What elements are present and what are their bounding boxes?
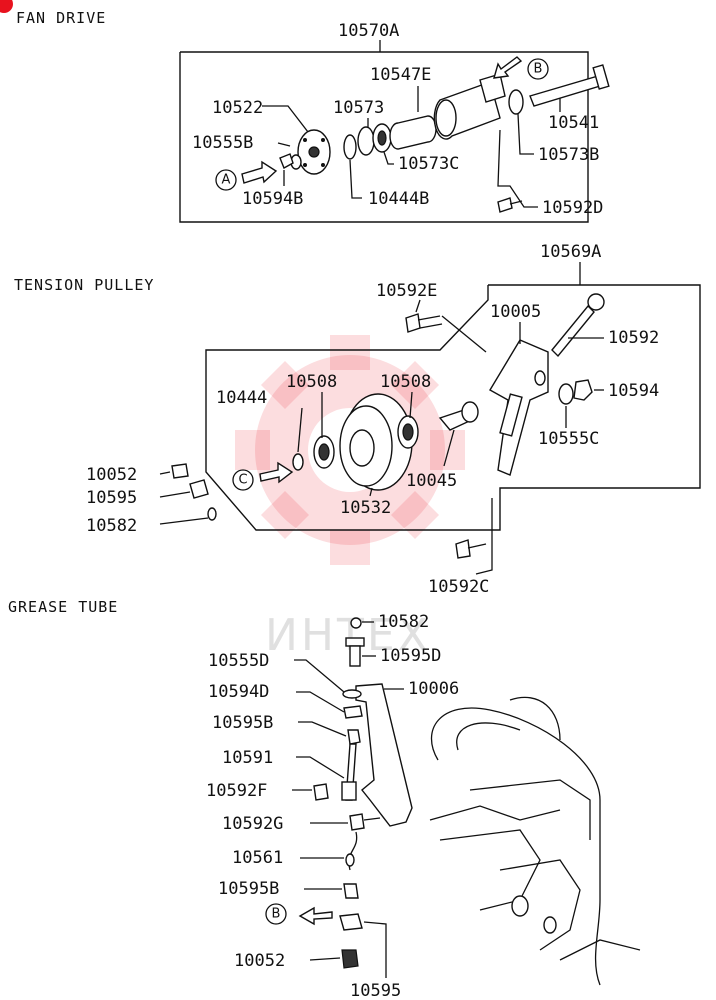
- section-title-grease-tube: GREASE TUBE: [8, 598, 118, 616]
- label-10569a: 10569A: [540, 242, 601, 262]
- part-fitting-10052: [341, 949, 359, 969]
- label-10555b: 10555B: [192, 133, 253, 153]
- part-cap-10582: [207, 507, 217, 521]
- label-10570a: 10570A: [338, 21, 399, 41]
- part-washer-10444b: [343, 134, 357, 160]
- label-10508-right: 10508: [380, 372, 431, 392]
- grease-tube-group: B 10582 10595D 10555D 10006 10594D 10595…: [206, 612, 641, 1000]
- part-tube-10561: [345, 853, 355, 867]
- part-nut-10594d: [343, 705, 363, 719]
- svg-text:B: B: [272, 907, 281, 922]
- label-10573b: 10573B: [538, 145, 599, 165]
- part-bolt-10592c: [455, 539, 471, 559]
- part-bolt-10592e: [405, 313, 421, 333]
- part-fitting-10595d: [345, 637, 365, 647]
- label-10594: 10594: [608, 381, 659, 401]
- label-10595-grease: 10595: [350, 981, 401, 1000]
- label-10444: 10444: [216, 388, 267, 408]
- label-10532: 10532: [340, 498, 391, 518]
- label-10005: 10005: [490, 302, 541, 322]
- part-fitting-10595b-bottom: [343, 883, 359, 899]
- part-bearing-10573b: [508, 89, 524, 115]
- label-10595d: 10595D: [380, 646, 441, 666]
- section-title-fan-drive: FAN DRIVE: [16, 9, 106, 27]
- arrow-b-icon-grease: B: [265, 903, 333, 926]
- label-10052: 10052: [86, 465, 137, 485]
- label-10555d: 10555D: [208, 651, 269, 671]
- section-title-tension-pulley: TENSION PULLEY: [14, 276, 154, 294]
- part-fitting-10595: [189, 479, 209, 499]
- part-spacer-10547e: [389, 115, 437, 150]
- tension-pulley-group: 10569A: [86, 242, 701, 597]
- arrow-a-icon: A: [215, 160, 278, 191]
- label-10592d: 10592D: [542, 198, 603, 218]
- part-clamp: [341, 781, 357, 801]
- fan-drive-frame: [179, 51, 589, 223]
- part-bolt-10592: [551, 304, 595, 358]
- label-10582-grease: 10582: [378, 612, 429, 632]
- label-10555c: 10555C: [538, 429, 599, 449]
- label-10573c: 10573C: [398, 154, 459, 174]
- label-10573: 10573: [333, 98, 384, 118]
- fan-drive-group: 10570A A B 10: [179, 21, 610, 223]
- arrow-c-icon: C: [232, 461, 294, 491]
- label-10547e: 10547E: [370, 65, 431, 85]
- part-fitting-10595: [339, 913, 363, 931]
- label-10444b: 10444B: [368, 189, 429, 209]
- svg-text:C: C: [238, 473, 247, 488]
- watermark-text: ИНТЕХ: [265, 610, 431, 661]
- part-cap-10582: [350, 617, 362, 629]
- label-10592e: 10592E: [376, 281, 437, 301]
- corner-marker-icon: [0, 0, 13, 13]
- part-fitting-10052: [171, 463, 189, 479]
- part-bolt-10592g: [349, 813, 365, 831]
- svg-text:B: B: [534, 62, 543, 77]
- part-washer-10555c: [558, 383, 574, 405]
- label-10052-grease: 10052: [234, 951, 285, 971]
- svg-text:A: A: [222, 173, 231, 188]
- part-bolt-10592f: [313, 783, 329, 801]
- part-bracket-10006: [355, 683, 413, 827]
- arrow-b-icon: B: [493, 56, 549, 80]
- label-10594b: 10594B: [242, 189, 303, 209]
- part-bearing-10573: [357, 126, 375, 156]
- label-10592g: 10592G: [222, 814, 283, 834]
- label-10594d: 10594D: [208, 682, 269, 702]
- label-10541: 10541: [548, 113, 599, 133]
- label-10508-left: 10508: [286, 372, 337, 392]
- engine-sketch: [429, 696, 641, 986]
- part-snap-ring-10444: [292, 453, 304, 471]
- part-nut-10594: [573, 379, 593, 401]
- label-10592: 10592: [608, 328, 659, 348]
- label-10595: 10595: [86, 488, 137, 508]
- part-fitting-10595b-top: [347, 729, 361, 745]
- label-10595b-bottom: 10595B: [218, 879, 279, 899]
- label-10006: 10006: [408, 679, 459, 699]
- label-10592c: 10592C: [428, 577, 489, 597]
- label-10561: 10561: [232, 848, 283, 868]
- tension-pulley-frame: [205, 284, 701, 531]
- label-10522: 10522: [212, 98, 263, 118]
- label-10592f: 10592F: [206, 781, 267, 801]
- label-10591: 10591: [222, 748, 273, 768]
- label-10582: 10582: [86, 516, 137, 536]
- label-10045: 10045: [406, 471, 457, 491]
- part-washer-10555d: [342, 689, 362, 699]
- label-10595b-top: 10595B: [212, 713, 273, 733]
- part-shaft-10541: [529, 75, 601, 107]
